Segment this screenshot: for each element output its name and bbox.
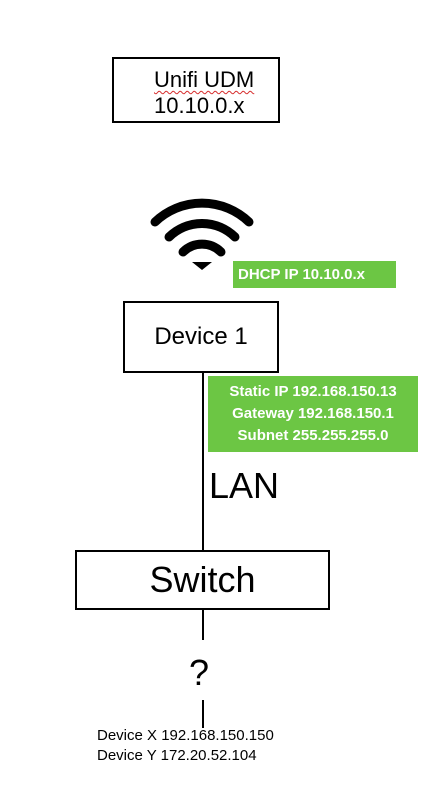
lan-link-line	[202, 373, 204, 550]
static-ip-config-label: Static IP 192.168.150.13 Gateway 192.168…	[208, 376, 418, 452]
device-1-label: Device 1	[154, 323, 248, 350]
device-y-label: Device Y 172.20.52.104	[97, 747, 257, 764]
wifi-icon	[150, 198, 254, 270]
gateway-text: Gateway 192.168.150.1	[232, 405, 394, 422]
switch-node: Switch	[75, 550, 330, 610]
static-ip-text: Static IP 192.168.150.13	[229, 383, 397, 400]
dhcp-ip-label: DHCP IP 10.10.0.x	[233, 261, 396, 288]
router-node: Unifi UDM 10.10.0.x	[112, 57, 280, 123]
router-subnet: 10.10.0.x	[154, 93, 245, 118]
unknown-connection-label: ?	[189, 652, 210, 693]
switch-downlink-line-lower	[202, 700, 204, 728]
subnet-text: Subnet 255.255.255.0	[237, 427, 389, 444]
router-name: Unifi UDM	[154, 67, 255, 92]
lan-label: LAN	[209, 465, 280, 506]
switch-downlink-line-upper	[202, 610, 204, 640]
device-1-node: Device 1	[123, 301, 279, 373]
device-x-label: Device X 192.168.150.150	[97, 727, 274, 744]
switch-label: Switch	[149, 559, 256, 600]
device-list: Device X 192.168.150.150 Device Y 172.20…	[97, 726, 274, 766]
